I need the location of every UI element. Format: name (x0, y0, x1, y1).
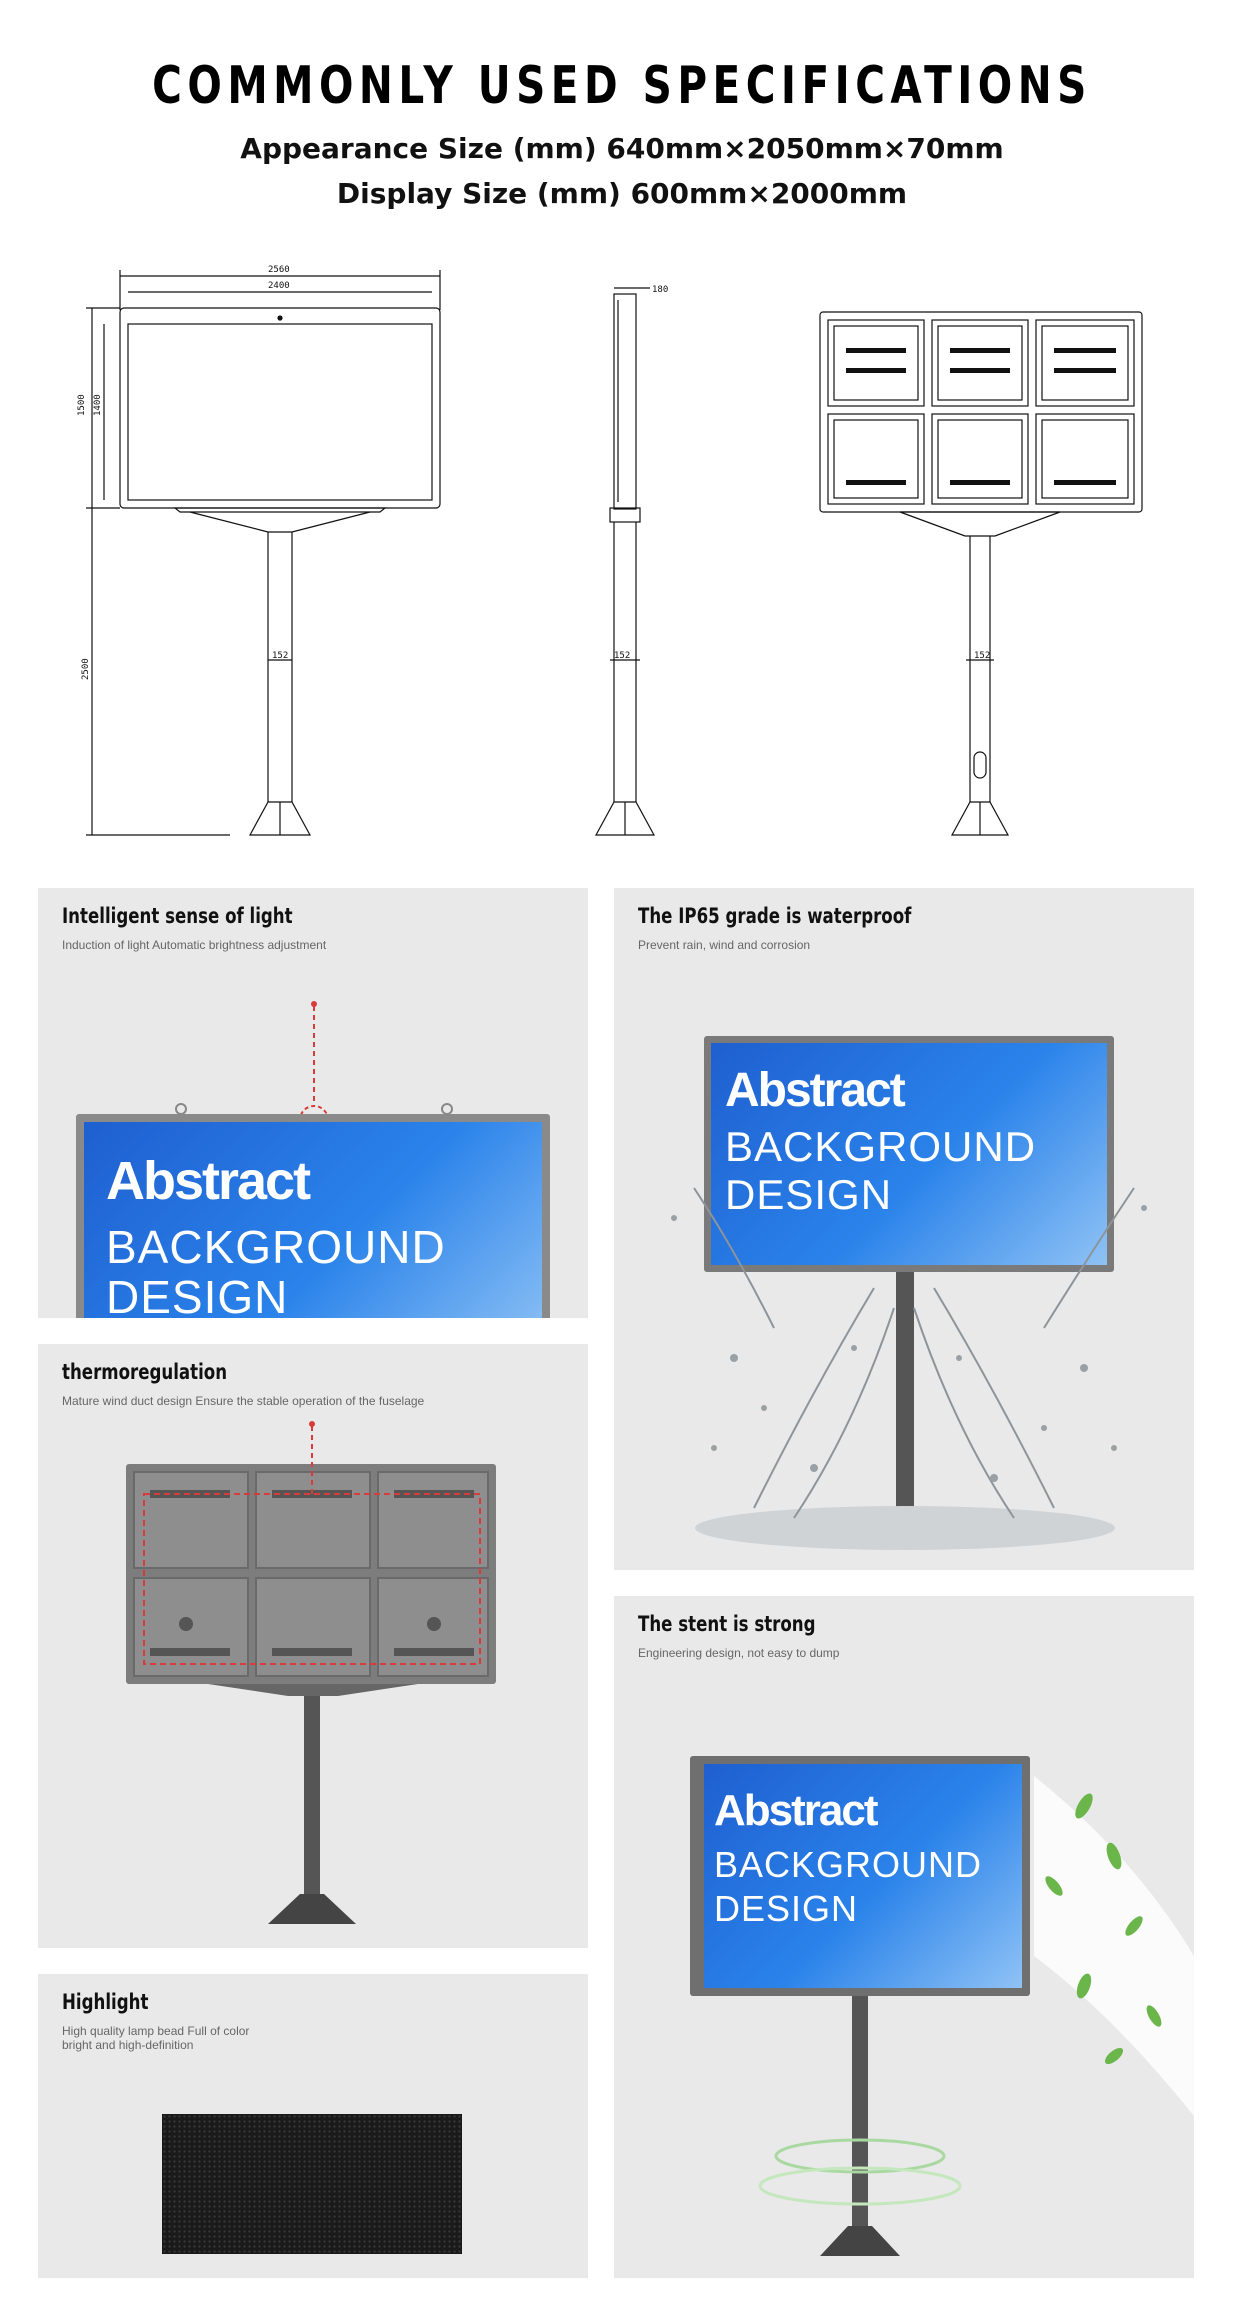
feature-waterproof-panel: The IP65 grade is waterproof Prevent rai… (614, 888, 1194, 1570)
feature-light-panel: Intelligent sense of light Induction of … (38, 888, 588, 1318)
dim-pole-height: 2500 (81, 658, 91, 680)
dim-inner-height: 1400 (93, 394, 103, 416)
billboard-screen: Abstract BACKGROUND DESIGN (84, 1122, 542, 1318)
feature-light-subtitle: Induction of light Automatic brightness … (62, 938, 327, 952)
screen-word-design: DESIGN (725, 1171, 893, 1218)
feature-waterproof-subtitle: Prevent rain, wind and corrosion (638, 938, 811, 952)
feature-light-title: Intelligent sense of light (62, 904, 293, 928)
back-view-drawing (819, 311, 1143, 836)
feature-highlight-subtitle: High quality lamp bead Full of color bri… (62, 2024, 250, 2052)
dim-outer-width: 2560 (268, 265, 290, 275)
billboard-screen: Abstract BACKGROUND DESIGN (711, 1043, 1107, 1265)
feature-waterproof-title: The IP65 grade is waterproof (638, 904, 912, 928)
screen-word-design: DESIGN (714, 1888, 859, 1929)
dim-side-depth: 180 (652, 285, 668, 295)
dim-front-pole-dia: 152 (272, 651, 288, 661)
back-vent-stripes (846, 348, 1116, 485)
feature-highlight-title: Highlight (62, 1990, 149, 2014)
feature-thermo-title: thermoregulation (62, 1360, 228, 1384)
screen-word-abstract: Abstract (725, 1064, 906, 1117)
wind-leaves-graphic (758, 1776, 1194, 2256)
dim-side-pole-dia: 152 (614, 651, 630, 661)
technical-drawings: 2560 2400 1500 1400 2500 152 180 152 (77, 265, 1143, 836)
screen-word-background: BACKGROUND (714, 1844, 983, 1885)
side-view-drawing (594, 287, 656, 836)
feature-stent-subtitle: Engineering design, not easy to dump (638, 1646, 840, 1660)
thermo-back-graphic (126, 1421, 496, 1924)
page-title: COMMONLY USED SPECIFICATIONS (152, 56, 1092, 116)
screen-word-background: BACKGROUND (106, 1221, 446, 1273)
billboard-frame: Abstract BACKGROUND DESIGN (690, 1756, 1030, 1996)
feature-thermo-panel: thermoregulation Mature wind duct design… (38, 1344, 588, 1948)
billboard-screen: Abstract BACKGROUND DESIGN (704, 1764, 1022, 1988)
water-splash-graphic (671, 1187, 1147, 1550)
led-module-graphic (162, 2114, 462, 2254)
front-view-drawing (86, 270, 441, 836)
appearance-size-text: Appearance Size (mm) 640mm×2050mm×70mm (240, 132, 1004, 165)
feature-stent-title: The stent is strong (638, 1612, 816, 1636)
dim-outer-height: 1500 (77, 394, 87, 416)
back-modules (827, 319, 1135, 505)
billboard-frame: Abstract BACKGROUND DESIGN (704, 1036, 1114, 1272)
screen-word-abstract: Abstract (714, 1786, 878, 1835)
display-size-text: Display Size (mm) 600mm×2000mm (336, 177, 908, 210)
billboard-frame: Abstract BACKGROUND DESIGN (76, 1114, 550, 1318)
dim-inner-width: 2400 (268, 281, 290, 291)
feature-thermo-subtitle: Mature wind duct design Ensure the stabl… (62, 1394, 425, 1408)
dim-back-pole-dia: 152 (974, 651, 990, 661)
screen-word-design: DESIGN (106, 1271, 289, 1318)
feature-highlight-panel: Highlight High quality lamp bead Full of… (38, 1974, 588, 2278)
screen-word-background: BACKGROUND (725, 1123, 1037, 1170)
feature-stent-panel: The stent is strong Engineering design, … (614, 1596, 1194, 2278)
screen-word-abstract: Abstract (106, 1151, 311, 1211)
